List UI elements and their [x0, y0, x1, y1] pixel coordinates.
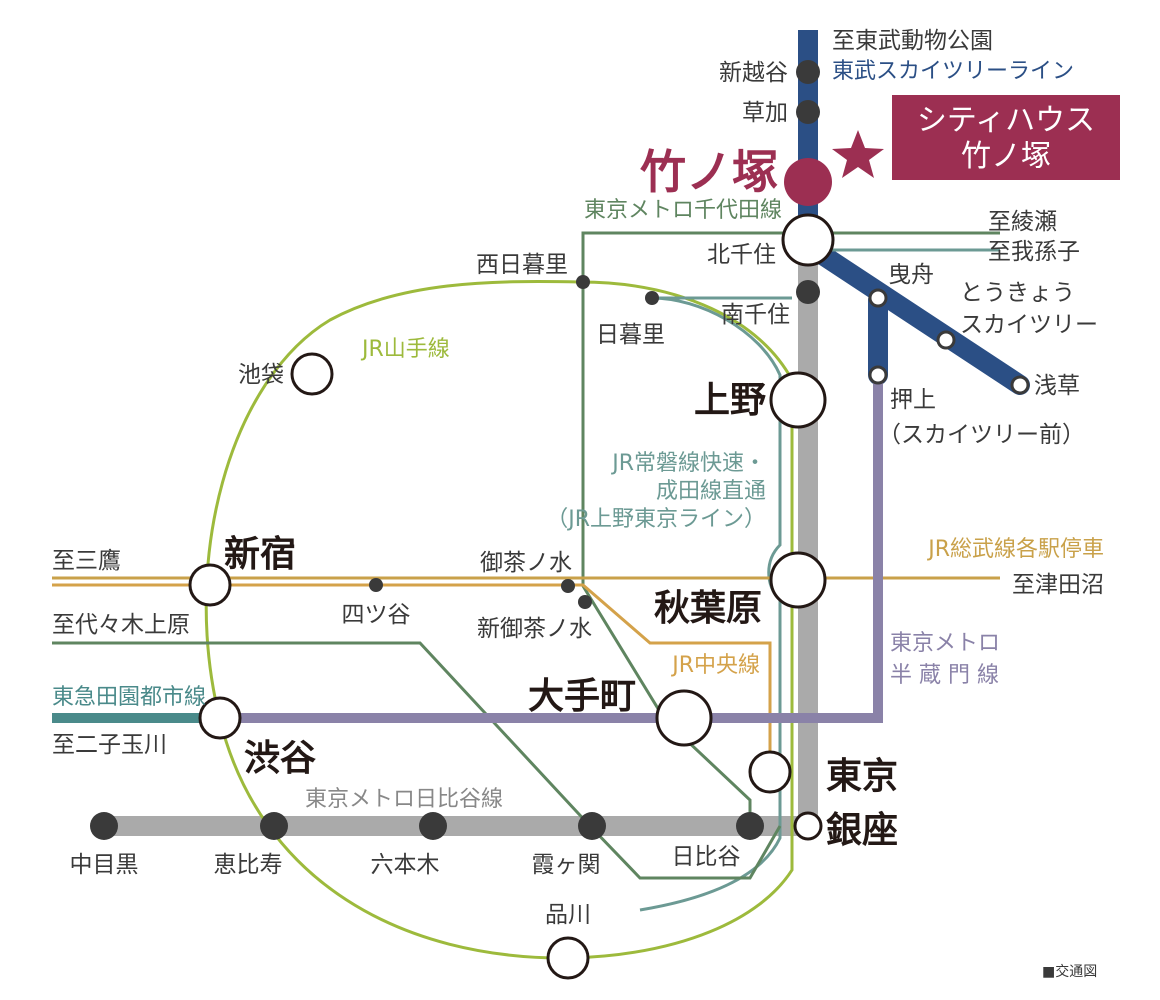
label-takenotsuka: 竹ノ塚 — [640, 145, 778, 199]
callout-box — [892, 95, 1120, 180]
label-hibiya: 日比谷 — [672, 844, 741, 870]
station-hibiya — [736, 812, 764, 840]
mitaka-label: 至三鷹 — [52, 548, 121, 574]
label-asakusa: 浅草 — [1034, 373, 1080, 399]
station-ikebukuro — [290, 352, 334, 396]
hanzomon-label-2: 半 蔵 門 線 — [890, 663, 999, 688]
label-kasumigaseki: 霞ヶ関 — [532, 852, 601, 878]
label-roppongi: 六本木 — [371, 852, 440, 878]
label-shibuya: 渋谷 — [244, 738, 316, 779]
station-hikifune — [868, 288, 888, 308]
ueno-tokyo-line — [639, 296, 782, 912]
chiyoda-line-label: 東京メトロ千代田線 — [584, 198, 782, 223]
station-minamisenju — [796, 280, 820, 304]
label-ebisu: 恵比寿 — [214, 852, 283, 878]
abiko-label: 至我孫子 — [988, 239, 1080, 265]
legend-label: ■交通図 — [1042, 963, 1097, 980]
label-soka: 草加 — [742, 100, 788, 126]
label-otemachi: 大手町 — [528, 676, 636, 717]
label-akihabara: 秋葉原 — [654, 588, 762, 629]
station-ochanomizu — [561, 579, 575, 593]
joban-label-1: JR常磐線快速・ — [610, 451, 766, 476]
tobu-dest-label: 至東武動物公園 — [832, 28, 993, 54]
callout-line1: シティハウス — [917, 103, 1095, 138]
station-kasumigaseki — [578, 812, 606, 840]
label-ueno: 上野 — [694, 380, 766, 421]
label-shinochanomizu: 新御茶ノ水 — [477, 616, 592, 642]
station-shinagawa — [546, 936, 590, 980]
label-tokyo-skytree-1: とうきょう — [960, 280, 1075, 306]
station-takenotsuka — [784, 158, 832, 206]
hanzomon-line — [220, 375, 883, 723]
label-minamisenju: 南千住 — [721, 302, 790, 328]
hibiya-line-label: 東京メトロ日比谷線 — [305, 787, 503, 812]
tobu-line-label: 東武スカイツリーライン — [832, 59, 1074, 84]
station-asakusa — [1010, 375, 1030, 395]
label-oshiage-2: （スカイツリー前） — [878, 422, 1085, 448]
station-ueno — [769, 371, 827, 429]
sobu-line-label: JR総武線各駅停車 — [926, 537, 1104, 562]
station-yotsuya — [369, 578, 383, 592]
label-shinjuku: 新宿 — [224, 534, 296, 575]
station-ebisu — [260, 812, 288, 840]
station-akihabara — [769, 551, 827, 609]
tobu-branch-asakusa — [802, 238, 1030, 395]
label-nippori: 日暮里 — [596, 322, 665, 348]
station-tokyo-skytree — [936, 330, 956, 350]
station-shinkoshigaya — [796, 60, 820, 84]
station-kitasenju — [781, 213, 835, 267]
joban-label-2: 成田線直通 — [656, 479, 766, 504]
label-tokyo: 東京 — [826, 755, 898, 797]
callout-line2: 竹ノ塚 — [961, 139, 1051, 174]
label-ikebukuro: 池袋 — [238, 362, 284, 388]
label-shinagawa: 品川 — [545, 902, 591, 928]
station-tokyo — [748, 750, 792, 794]
label-yotsuya: 四ツ谷 — [342, 602, 411, 628]
futakotamagawa-label: 至二子玉川 — [52, 732, 167, 758]
station-nakameguro — [90, 812, 118, 840]
yoyogiuehara-label: 至代々木上原 — [52, 612, 190, 638]
station-ginza — [793, 811, 823, 841]
station-otemachi — [655, 689, 713, 747]
label-oshiage-1: 押上 — [890, 387, 936, 413]
label-shinkoshigaya: 新越谷 — [719, 60, 788, 86]
station-roppongi — [419, 812, 447, 840]
label-nishinippori: 西日暮里 — [476, 252, 568, 278]
ayase-label: 至綾瀬 — [988, 209, 1057, 235]
station-shinochanomizu — [578, 595, 592, 609]
station-nippori — [645, 291, 659, 305]
hanzomon-label-1: 東京メトロ — [890, 631, 1000, 656]
chuo-line-label: JR中央線 — [670, 653, 760, 678]
label-ochanomizu: 御茶ノ水 — [480, 550, 572, 576]
label-ginza: 銀座 — [826, 810, 898, 851]
label-hikifune: 曳舟 — [888, 262, 934, 288]
station-nishinippori — [576, 275, 590, 289]
station-shinjuku — [188, 563, 232, 607]
label-kitasenju: 北千住 — [707, 242, 776, 268]
star-icon — [832, 130, 884, 178]
chuo-line — [52, 583, 772, 770]
station-shibuya — [198, 696, 242, 740]
tsudanuma-label: 至津田沼 — [1012, 572, 1104, 598]
chiyoda-west — [52, 641, 782, 880]
yamanote-line-label: JR山手線 — [360, 337, 450, 362]
label-nakameguro: 中目黒 — [70, 852, 139, 878]
label-tokyo-skytree-2: スカイツリー — [960, 312, 1098, 338]
station-oshiage — [868, 365, 888, 385]
joban-label-3: （JR上野東京ライン） — [546, 507, 766, 532]
station-soka — [796, 100, 820, 124]
denentoshi-line-label: 東急田園都市線 — [52, 685, 206, 710]
